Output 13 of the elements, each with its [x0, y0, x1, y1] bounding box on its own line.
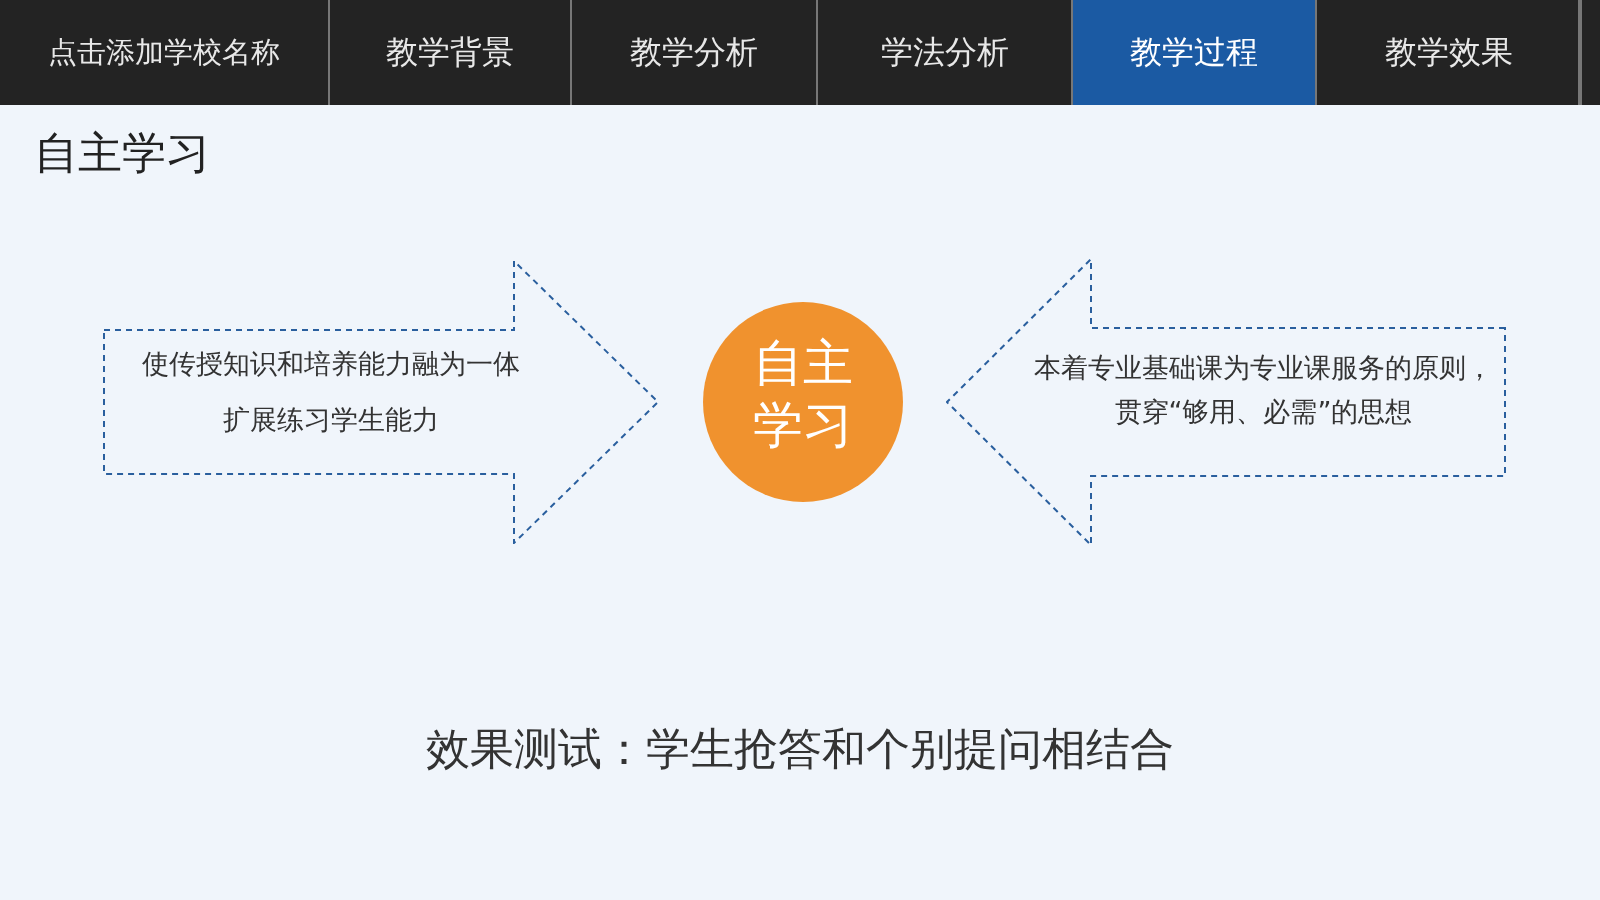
nav-tab: 教学背景 [330, 0, 572, 105]
nav-tab: 点击添加学校名称 [0, 0, 330, 105]
nav-tab: 教学过程 [1073, 0, 1317, 105]
slide-title: 自主学习 [34, 126, 210, 180]
arrow-text: 本着专业基础课为专业课服务的原则，贯穿“够用、必需”的思想 [1033, 351, 1494, 429]
arrow-shape [103, 260, 659, 544]
arrow-shape [946, 258, 1506, 546]
summary-text: 效果测试：学生抢答和个别提问相结合 [425, 722, 1175, 776]
arrow-text: 扩展练习学生能力 [222, 403, 440, 437]
circle-text: 自主学习 [752, 333, 854, 456]
nav-tab: 教学分析 [572, 0, 818, 105]
circle-node [703, 302, 903, 502]
arrow-text: 使传授知识和培养能力融为一体 [141, 347, 521, 381]
